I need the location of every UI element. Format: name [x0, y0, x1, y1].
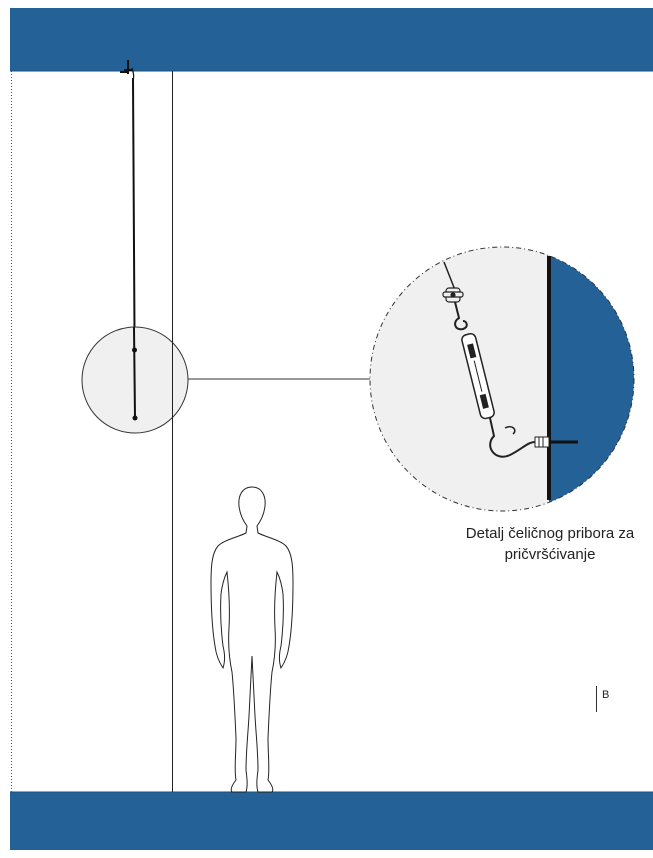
wire-joint-upper	[132, 347, 137, 353]
turnbuckle-upper-hook	[454, 301, 468, 331]
detail-caption-line-2: pričvršćivanje	[504, 546, 596, 563]
detail-wire	[443, 261, 456, 291]
detail-caption: Detalj čeličnog pribora za pričvršćivanj…	[380, 523, 653, 565]
wire-clamp-icon	[442, 287, 464, 303]
wire-joint-lower	[132, 415, 138, 421]
wall-screw-icon	[534, 436, 578, 448]
section-marker-b: B	[596, 686, 609, 712]
detail-caption-line-1: Detalj čeličnog pribora za	[465, 525, 635, 542]
turnbuckle-icon	[461, 333, 495, 420]
ceiling-band	[10, 8, 653, 71]
detail-view	[369, 246, 635, 512]
hook-icon	[489, 417, 536, 458]
hook-tip	[504, 425, 516, 435]
human-figure-icon	[210, 486, 294, 793]
wire-segment	[133, 326, 136, 419]
floor-band	[10, 792, 653, 850]
